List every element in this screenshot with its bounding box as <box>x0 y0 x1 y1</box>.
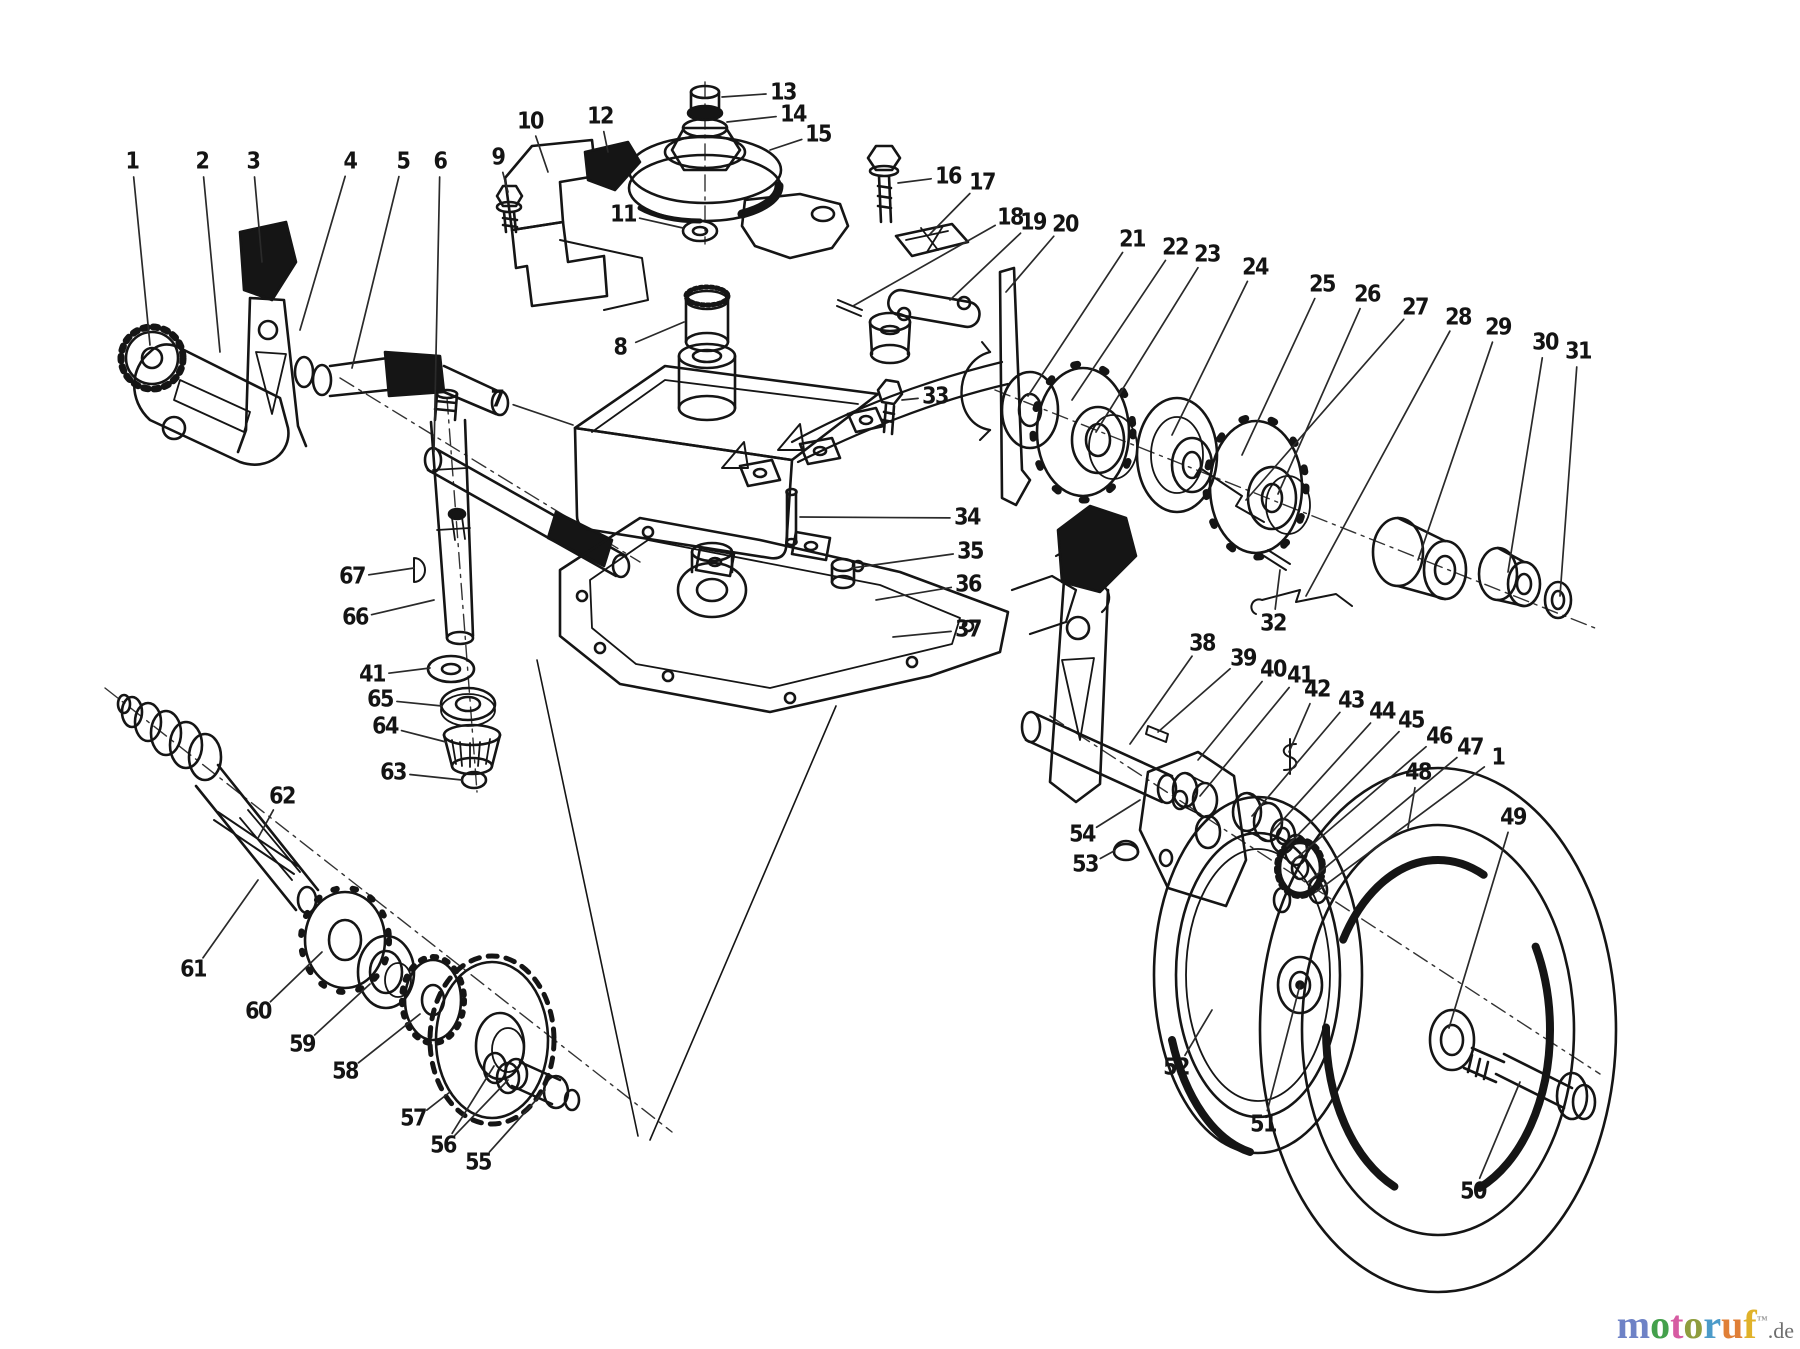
part-label-34: 34 <box>954 504 981 531</box>
part-label-65: 65 <box>367 686 394 713</box>
logo-domain-suffix: .de <box>1767 1318 1794 1343</box>
part-label-60: 60 <box>245 998 272 1025</box>
part-label-14: 14 <box>780 101 807 128</box>
logo-letter: r <box>1703 1302 1722 1347</box>
logo-trademark: ™ <box>1756 1314 1768 1327</box>
part-label-50: 50 <box>1460 1178 1487 1205</box>
part-label-54: 54 <box>1069 821 1096 848</box>
part-label-22: 22 <box>1162 234 1189 261</box>
part-label-27: 27 <box>1402 294 1429 321</box>
part-label-55: 55 <box>465 1149 492 1176</box>
logo-letter: o <box>1650 1302 1671 1347</box>
part-label-6: 6 <box>433 148 448 175</box>
part-label-66: 66 <box>342 604 369 631</box>
engine-pulley-assembly <box>495 84 850 311</box>
logo-letter: m <box>1616 1302 1651 1347</box>
center-lines <box>104 81 1601 1133</box>
part-label-3: 3 <box>246 148 261 175</box>
part-label-63: 63 <box>380 759 407 786</box>
part-label-43: 43 <box>1338 687 1365 714</box>
part-label-42: 42 <box>1304 676 1331 703</box>
part-label-58: 58 <box>332 1058 359 1085</box>
part-label-48: 48 <box>1405 759 1432 786</box>
part-label-45: 45 <box>1398 707 1425 734</box>
shift-lever <box>1048 504 1138 804</box>
lower-housing <box>536 487 1111 1141</box>
part-label-15: 15 <box>805 121 832 148</box>
part-label-31: 31 <box>1565 338 1592 365</box>
part-label-30: 30 <box>1532 329 1559 356</box>
part-label-36: 36 <box>955 571 982 598</box>
part-label-56: 56 <box>430 1132 457 1159</box>
part-label-41: 41 <box>1287 662 1314 689</box>
part-label-10: 10 <box>517 108 544 135</box>
part-label-49: 49 <box>1500 804 1527 831</box>
input-bracket-assembly <box>117 220 631 579</box>
part-label-37: 37 <box>955 616 982 643</box>
part-label-67: 67 <box>339 563 366 590</box>
motoruf-logo[interactable]: motoruf™.de <box>1617 1305 1794 1345</box>
part-label-24: 24 <box>1242 254 1269 281</box>
part-label-23: 23 <box>1194 241 1221 268</box>
logo-letter: u <box>1721 1302 1744 1347</box>
part-label-2: 2 <box>195 148 210 175</box>
part-label-17: 17 <box>969 169 996 196</box>
part-label-5: 5 <box>396 148 411 175</box>
part-label-16: 16 <box>935 163 962 190</box>
gear-case <box>573 284 1010 578</box>
clutch-gear-cluster <box>1000 360 1573 775</box>
part-label-53: 53 <box>1072 851 1099 878</box>
bevel-pinion-shaft <box>413 388 502 790</box>
part-label-41: 41 <box>359 661 386 688</box>
logo-letter: f <box>1743 1302 1757 1347</box>
part-label-8: 8 <box>613 334 628 361</box>
part-label-21: 21 <box>1119 226 1146 253</box>
part-label-29: 29 <box>1485 314 1512 341</box>
part-label-39: 39 <box>1230 645 1257 672</box>
part-label-38: 38 <box>1189 630 1216 657</box>
part-label-28: 28 <box>1445 304 1472 331</box>
wheel <box>1152 766 1618 1294</box>
part-label-26: 26 <box>1354 281 1381 308</box>
part-label-11: 11 <box>610 201 637 228</box>
motoruf-logo-letters: motoruf <box>1617 1302 1757 1347</box>
part-label-19: 19 <box>1020 209 1047 236</box>
part-label-51: 51 <box>1250 1111 1277 1138</box>
part-label-25: 25 <box>1309 271 1336 298</box>
part-label-62: 62 <box>269 783 296 810</box>
part-label-35: 35 <box>957 538 984 565</box>
part-label-20: 20 <box>1052 211 1079 238</box>
part-label-4: 4 <box>343 148 358 175</box>
part-label-13: 13 <box>770 79 797 106</box>
logo-letter: o <box>1683 1302 1704 1347</box>
part-label-47: 47 <box>1457 734 1484 761</box>
part-label-44: 44 <box>1369 698 1396 725</box>
part-label-61: 61 <box>180 956 207 983</box>
part-label-1: 1 <box>125 148 140 175</box>
part-label-12: 12 <box>587 103 614 130</box>
part-label-59: 59 <box>289 1031 316 1058</box>
part-label-1: 1 <box>1491 744 1506 771</box>
part-label-32: 32 <box>1260 610 1287 637</box>
part-label-18: 18 <box>997 204 1024 231</box>
leader-lines <box>132 93 1578 1180</box>
part-label-52: 52 <box>1163 1054 1190 1081</box>
rear-axle-assembly <box>1020 710 1329 908</box>
part-label-46: 46 <box>1426 723 1453 750</box>
logo-letter: t <box>1670 1302 1684 1347</box>
part-label-7: 7 <box>490 386 505 413</box>
part-label-57: 57 <box>400 1105 427 1132</box>
pivot-and-keeper <box>836 144 1032 507</box>
part-label-40: 40 <box>1260 656 1287 683</box>
part-label-64: 64 <box>372 713 399 740</box>
part-label-33: 33 <box>922 383 949 410</box>
part-label-9: 9 <box>491 144 506 171</box>
countershaft-assembly <box>116 693 581 1127</box>
